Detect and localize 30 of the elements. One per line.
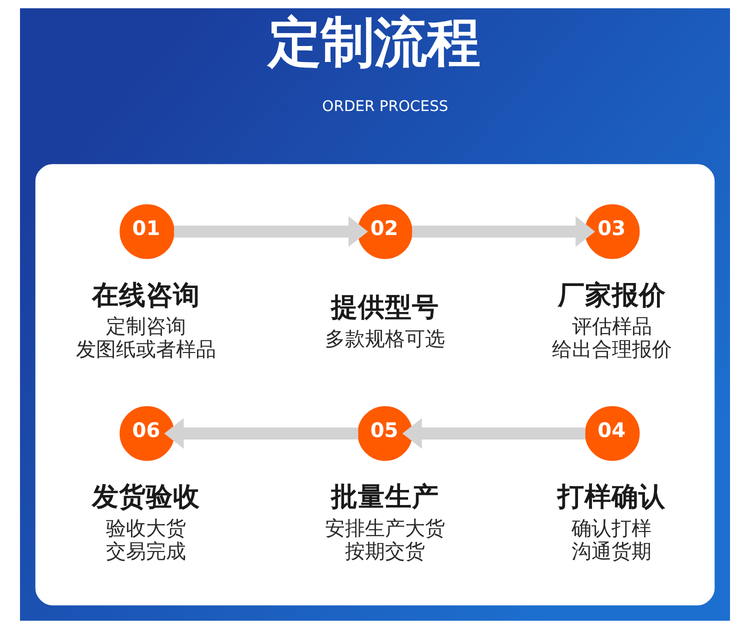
node-label: 提供型号 <box>330 292 439 323</box>
node-label: 打样确认 <box>558 482 666 513</box>
cluster <box>35 164 715 606</box>
node-circle: 05 <box>358 406 412 461</box>
arrow <box>412 216 596 247</box>
node-label: 确认打样 <box>572 516 652 540</box>
node-label: 交易完成 <box>106 538 186 563</box>
node-label: 沟通货期 <box>572 538 652 563</box>
arrow <box>402 418 586 449</box>
node-label: 验收大货 <box>106 516 186 540</box>
diagram-title: 定制流程 <box>268 10 480 74</box>
node-label: 发图纸或者样品 <box>76 336 216 361</box>
arrow <box>164 418 358 449</box>
label: ORDER PROCESS <box>322 98 448 115</box>
node-label: 在线咨询 <box>92 280 200 311</box>
arrow <box>174 216 368 247</box>
node-label: 评估样品 <box>572 314 652 338</box>
node-label: 多款规格可选 <box>324 326 445 350</box>
node-label: 给出合理报价 <box>552 336 672 361</box>
node-label: 厂家报价 <box>558 280 666 311</box>
node-label: 批量生产 <box>330 482 439 513</box>
node-label: 按期交货 <box>344 538 425 563</box>
node-label: 发货验收 <box>92 482 200 513</box>
node-circle: 01 <box>120 204 174 259</box>
node-label: 定制咨询 <box>106 314 186 338</box>
node-circle: 02 <box>358 204 412 259</box>
node-circle: 03 <box>584 204 640 259</box>
node-circle: 06 <box>120 406 174 461</box>
node-circle: 04 <box>584 406 640 461</box>
node-label: 安排生产大货 <box>324 516 445 540</box>
